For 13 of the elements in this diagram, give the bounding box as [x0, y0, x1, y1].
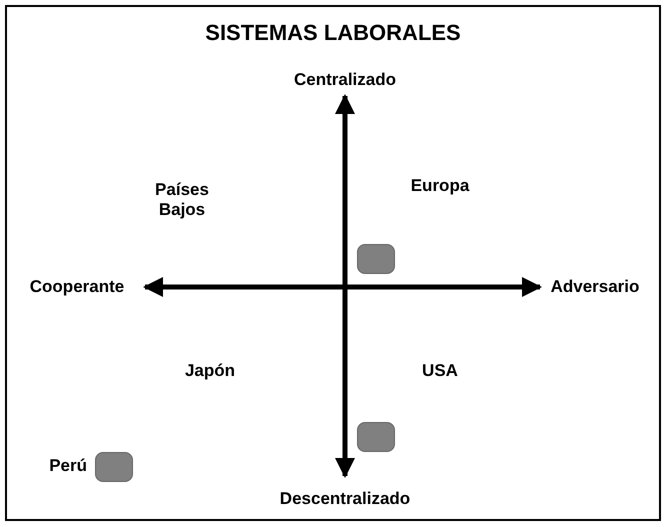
- diagram-title: SISTEMAS LABORALES: [205, 20, 461, 46]
- marker-box: [357, 422, 395, 452]
- axis-label: Adversario: [550, 277, 640, 297]
- marker-box: [95, 452, 133, 482]
- quadrant-label: Europa: [410, 176, 470, 196]
- axis-label: Cooperante: [30, 277, 124, 297]
- quadrant-label: USA: [422, 361, 458, 381]
- marker-box: [357, 244, 395, 274]
- axis-label: Descentralizado: [280, 489, 410, 509]
- axis-label: Centralizado: [294, 70, 396, 90]
- marker-caption: Perú: [49, 456, 87, 476]
- quadrant-label: Japón: [184, 361, 236, 381]
- quadrant-label: Países Bajos: [154, 180, 210, 220]
